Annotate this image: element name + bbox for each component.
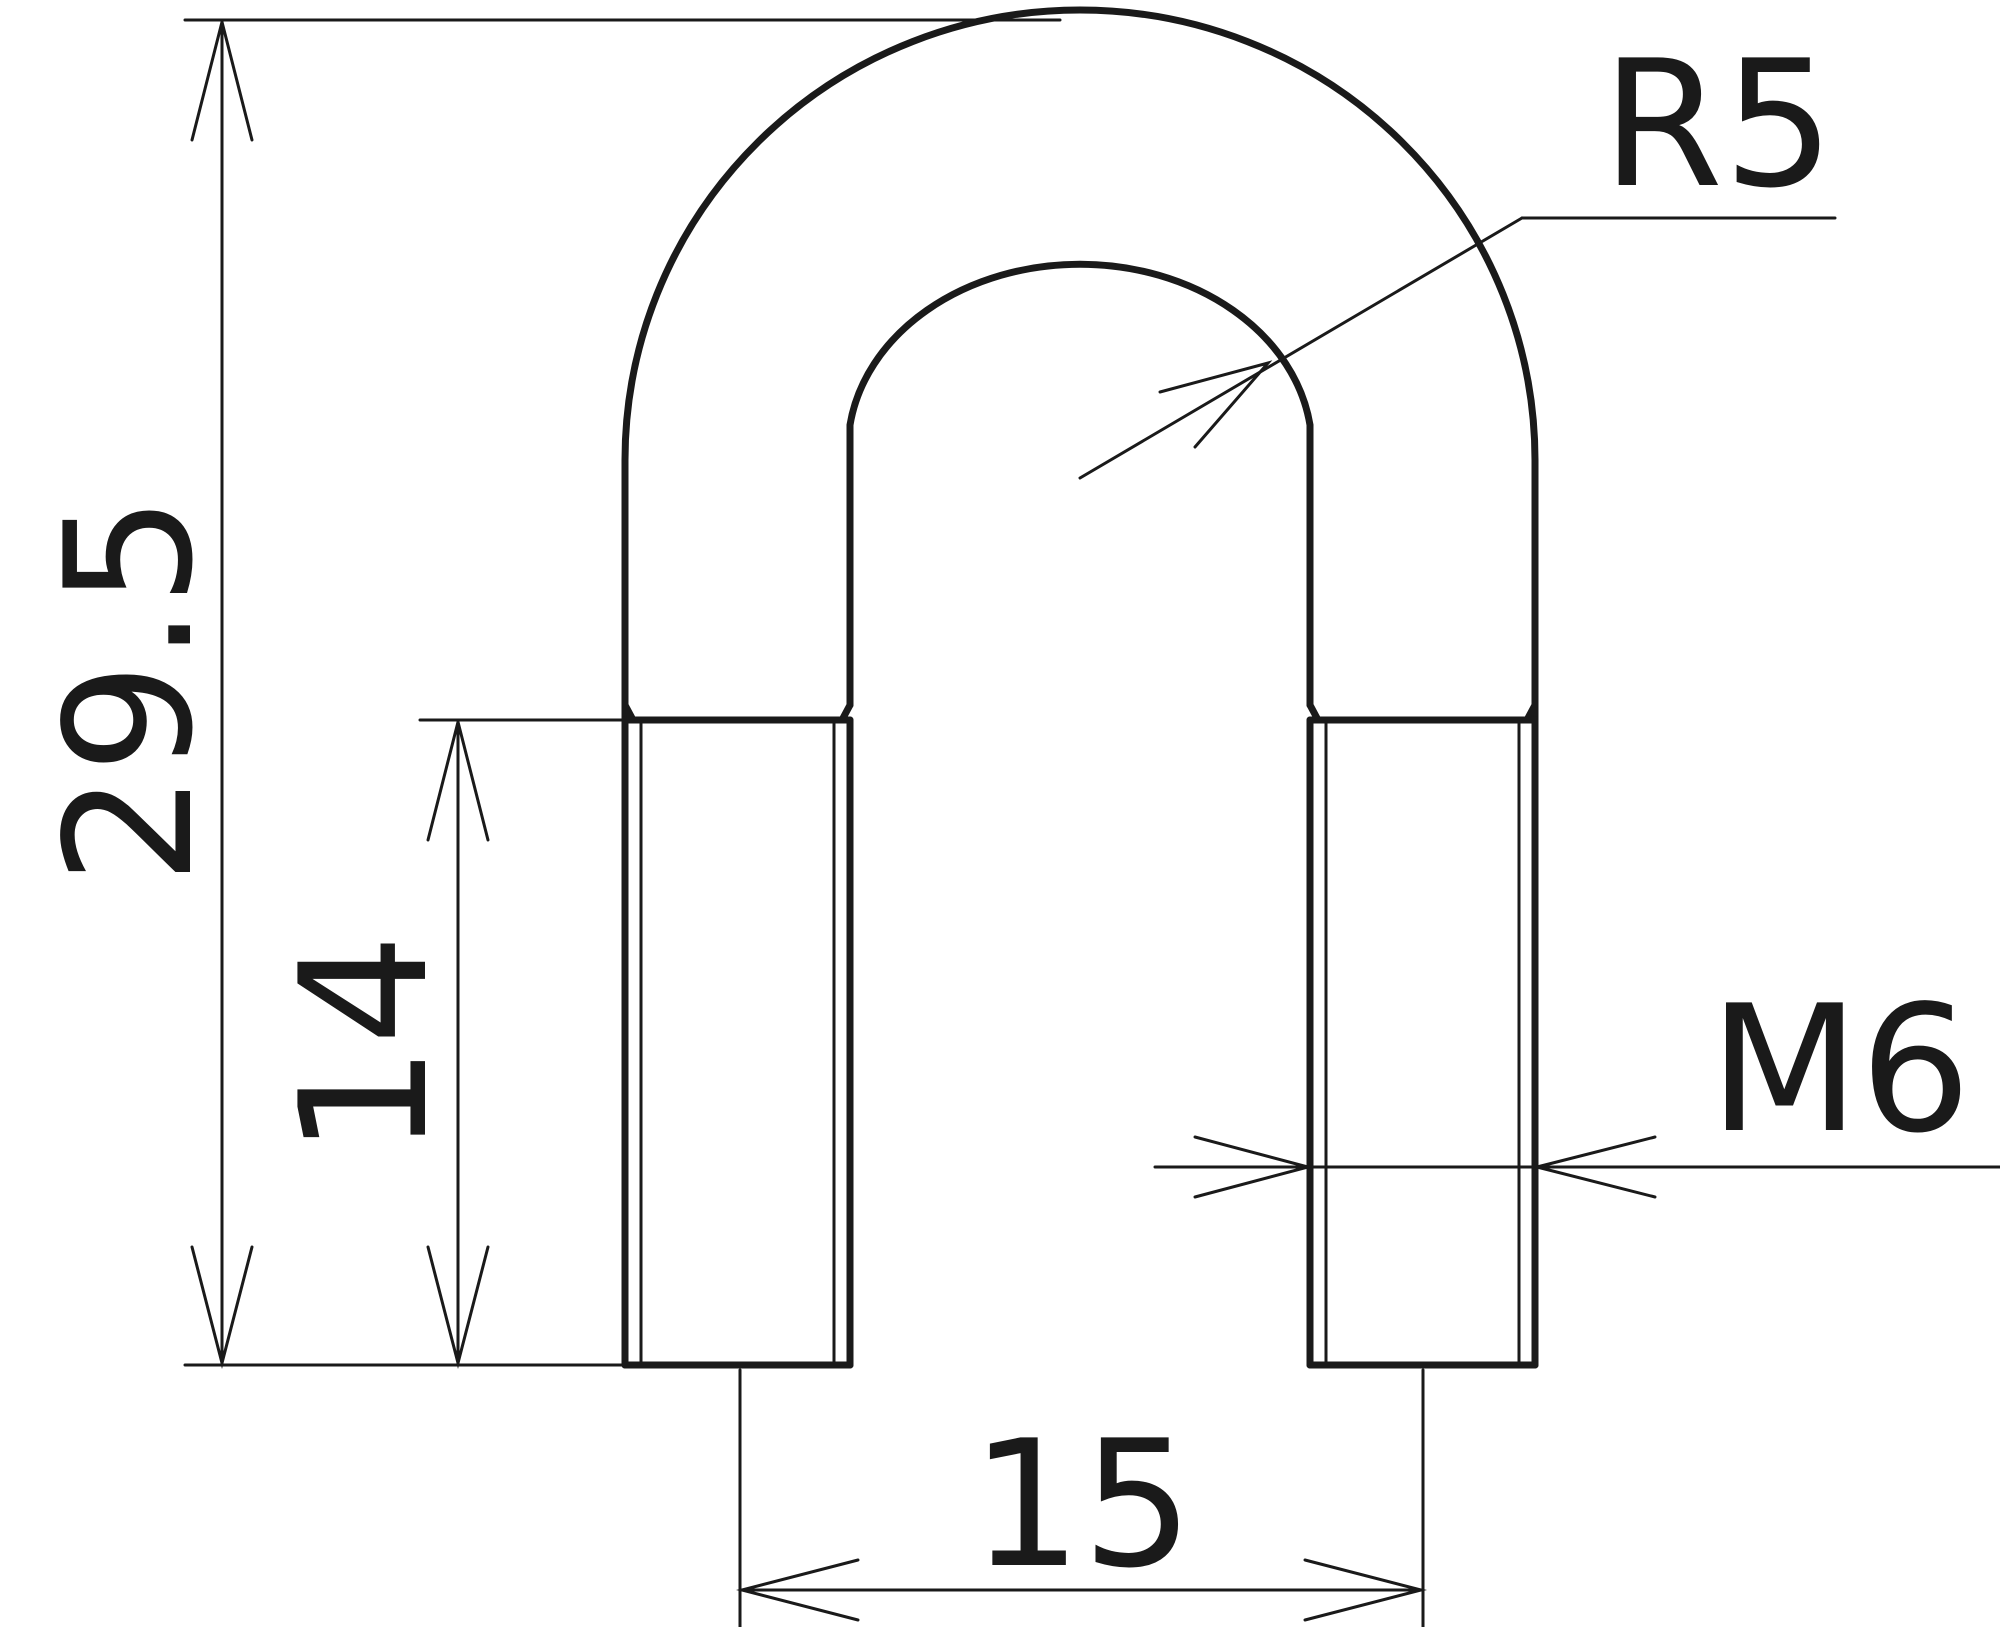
thread-size-label: M6 bbox=[1709, 969, 1971, 1172]
u-bolt-body bbox=[621, 6, 1539, 1369]
leader-line bbox=[1078, 216, 1524, 480]
bend-radius-label: R5 bbox=[1602, 24, 1835, 227]
arrow-down-icon bbox=[426, 1245, 490, 1369]
left-threaded-leg bbox=[621, 716, 854, 1369]
arrow-left-icon bbox=[736, 1558, 860, 1622]
leg-spacing-label: 15 bbox=[971, 1404, 1194, 1607]
arrow-up-icon bbox=[426, 721, 490, 842]
arrow-radius-icon bbox=[1158, 360, 1273, 449]
overall-height-label: 29.5 bbox=[29, 495, 232, 885]
dimension-thread-size: M6 bbox=[1153, 969, 2000, 1199]
dimension-overall-height: 29.5 bbox=[29, 18, 1062, 1369]
dimension-leg-spacing: 15 bbox=[736, 1368, 1427, 1627]
thread-length-label: 14 bbox=[264, 934, 467, 1157]
arrow-up-icon bbox=[190, 21, 254, 142]
dimension-thread-length: 14 bbox=[264, 718, 627, 1369]
arrow-left-icon bbox=[1536, 1135, 1657, 1199]
right-threaded-leg bbox=[1306, 716, 1539, 1369]
inner-outline bbox=[846, 260, 1314, 709]
dimension-bend-radius: R5 bbox=[1078, 24, 1837, 480]
arrow-down-icon bbox=[190, 1245, 254, 1369]
arrow-right-icon bbox=[1193, 1135, 1314, 1199]
arrow-right-icon bbox=[1303, 1558, 1427, 1622]
outer-outline bbox=[621, 6, 1539, 724]
